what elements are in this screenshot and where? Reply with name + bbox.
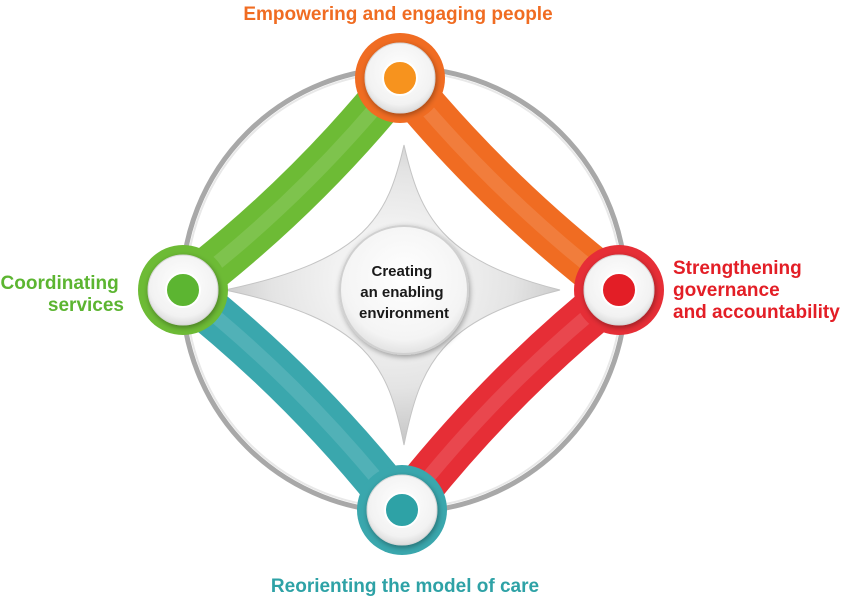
label-strengthening-line-1: Strengthening xyxy=(673,258,802,279)
node-top-dot xyxy=(382,60,418,96)
center-label-line-3: environment xyxy=(359,305,449,322)
label-coordinating-line-1: Coordinating xyxy=(1,273,119,294)
label-strengthening-line-3: and accountability xyxy=(673,302,840,323)
center-circle xyxy=(339,225,469,355)
nodes-group xyxy=(138,33,664,555)
label-coordinating-line-2: services xyxy=(48,295,124,316)
label-strengthening-line-2: governance xyxy=(673,280,780,301)
label-coordinating: Coordinating services xyxy=(1,273,124,316)
center-label: Creating an enabling environment xyxy=(359,263,449,322)
label-empowering-line-1: Empowering and engaging people xyxy=(243,4,552,25)
label-strengthening: Strengthening governance and accountabil… xyxy=(673,258,840,323)
label-reorienting: Reorienting the model of care xyxy=(271,576,539,597)
center-label-line-2: an enabling xyxy=(360,284,443,301)
label-reorienting-line-1: Reorienting the model of care xyxy=(271,576,539,597)
label-empowering: Empowering and engaging people xyxy=(243,4,552,25)
center-label-line-1: Creating xyxy=(371,263,432,280)
node-bottom-dot xyxy=(384,492,420,528)
node-right-dot xyxy=(601,272,637,308)
node-left-dot xyxy=(165,272,201,308)
